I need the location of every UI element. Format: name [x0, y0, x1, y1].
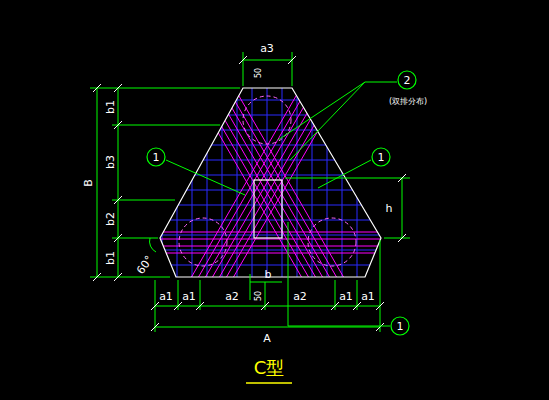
- dimension-label: b2: [105, 212, 116, 226]
- dimension-label: b3: [105, 155, 116, 169]
- callout-text: 1: [146, 152, 166, 163]
- leader-lines: [166, 82, 397, 326]
- dimension-lines: [90, 52, 410, 332]
- dimension-label: b1: [105, 100, 116, 114]
- cap-outline: [160, 88, 381, 277]
- dimension-label: a1: [361, 291, 375, 302]
- dimension-label: a1: [182, 291, 196, 302]
- dimension-label: b1: [105, 251, 116, 265]
- rebar-grid: [150, 70, 390, 290]
- callout-number: 1: [390, 316, 410, 336]
- dimension-ticks: [93, 56, 406, 331]
- dimension-label: 60°: [135, 254, 155, 276]
- dimension-label: 50: [255, 68, 263, 78]
- dimension-label: A: [263, 333, 271, 344]
- dimension-label: a2: [225, 291, 239, 302]
- callout-text: 1: [371, 152, 391, 163]
- dimension-label: a2: [293, 291, 307, 302]
- dimension-label: b: [265, 269, 272, 280]
- column-outline: [254, 180, 282, 238]
- caption: C型: [254, 359, 285, 377]
- caption-underline: [246, 382, 292, 384]
- dimension-label: B: [83, 179, 94, 187]
- callout-number: 2: [397, 70, 417, 90]
- dimension-label: a3: [260, 43, 274, 54]
- dimension-label: a1: [159, 291, 173, 302]
- pile-outlines: [179, 96, 356, 266]
- dimension-label: 50: [255, 291, 263, 301]
- callout-text: 1: [390, 321, 410, 332]
- callout-number: 1: [371, 147, 391, 167]
- callout-number: 1: [146, 147, 166, 167]
- dimension-label: (双排分布): [389, 98, 427, 106]
- dimension-label: a1: [339, 291, 353, 302]
- dimension-label: h: [386, 203, 393, 214]
- callout-text: 2: [397, 75, 417, 86]
